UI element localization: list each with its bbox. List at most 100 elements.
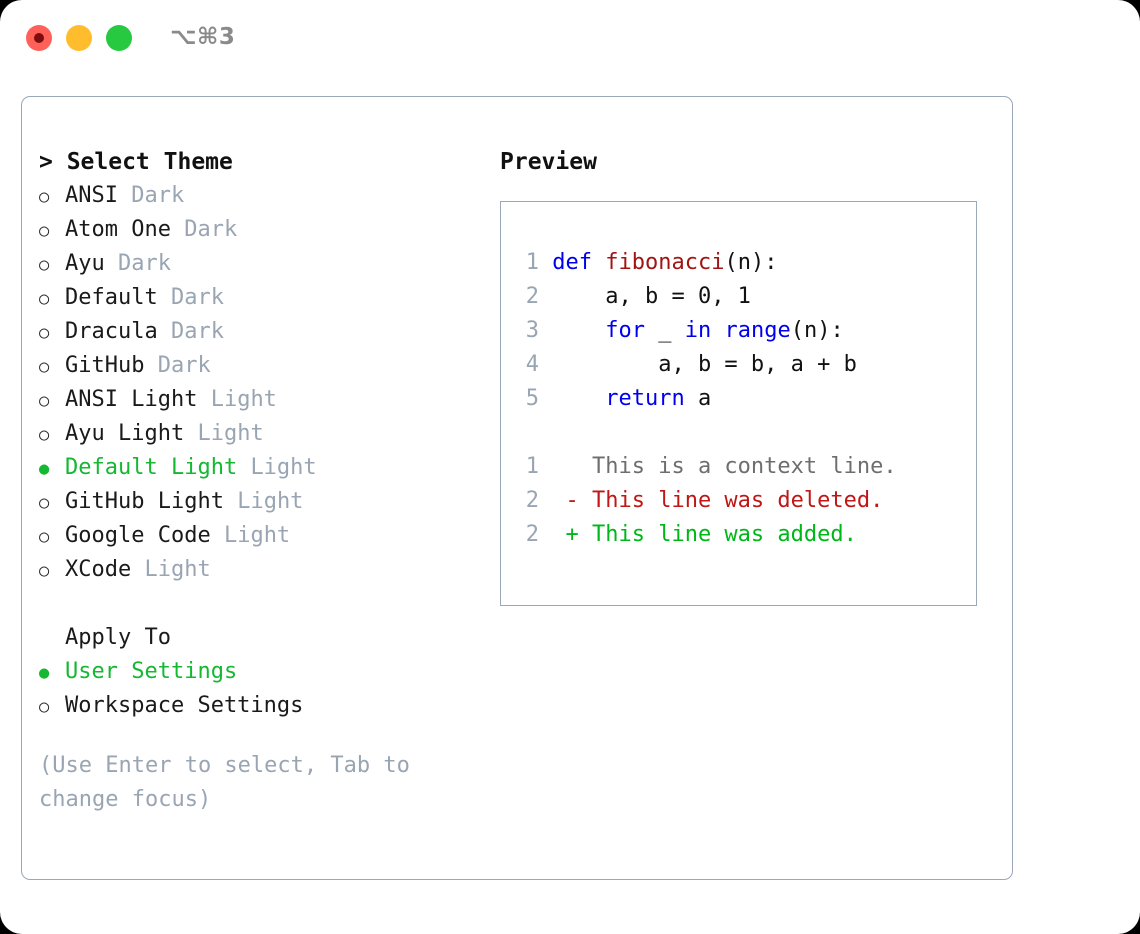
radio-selected-icon — [39, 655, 65, 690]
theme-option-variant: Light — [223, 523, 291, 548]
line-number: 5 — [525, 386, 539, 411]
theme-option-variant: Dark — [170, 319, 224, 344]
diff-line-text: + This line was added. — [539, 522, 857, 547]
theme-option-variant: Light — [197, 421, 264, 446]
line-number: 2 — [525, 522, 539, 547]
code-token-kw: for — [605, 318, 645, 343]
theme-option-xcode[interactable]: XCode Light — [39, 553, 479, 587]
radio-unselected-icon — [39, 485, 65, 520]
theme-option-label: GitHub Light — [65, 489, 224, 514]
theme-option-ayu-light[interactable]: Ayu Light Light — [39, 417, 479, 451]
code-token-pl — [711, 318, 724, 343]
theme-list: ANSI DarkAtom One DarkAyu DarkDefault Da… — [39, 179, 479, 587]
code-token-pl: a, b = 0, 1 — [552, 284, 751, 309]
diff-line-text: - This line was deleted. — [539, 488, 884, 513]
theme-option-atom-one[interactable]: Atom One Dark — [39, 213, 479, 247]
theme-option-ansi[interactable]: ANSI Dark — [39, 179, 479, 213]
code-line: 4 a, b = b, a + b — [513, 348, 857, 382]
radio-unselected-icon — [39, 519, 65, 554]
theme-option-label: Default — [65, 285, 158, 310]
code-token-pl: a — [684, 386, 712, 411]
code-token-kw: in — [684, 318, 712, 343]
diff-line: 2 - This line was deleted. — [513, 484, 897, 518]
theme-option-variant: Dark — [118, 251, 171, 276]
line-number: 4 — [525, 352, 539, 377]
radio-unselected-icon — [39, 281, 65, 316]
radio-unselected-icon — [39, 553, 65, 588]
apply-to-list: User SettingsWorkspace Settings — [39, 655, 479, 723]
theme-option-variant: Light — [250, 455, 317, 480]
theme-option-dracula[interactable]: Dracula Dark — [39, 315, 479, 349]
theme-option-label: Ayu Light — [65, 421, 185, 446]
radio-unselected-icon — [39, 689, 65, 724]
diff-line: 1 This is a context line. — [513, 450, 897, 484]
apply-to-option-workspace-settings[interactable]: Workspace Settings — [39, 689, 479, 723]
theme-option-variant: Light — [144, 557, 211, 582]
theme-option-variant: Dark — [157, 353, 211, 378]
theme-option-label: Dracula — [65, 319, 158, 344]
title-bar: ⌥⌘3 — [0, 0, 1140, 78]
code-line: 5 return a — [513, 382, 857, 416]
line-number: 1 — [525, 250, 539, 275]
radio-selected-icon — [39, 451, 65, 486]
code-line: 2 a, b = 0, 1 — [513, 280, 857, 314]
line-number: 2 — [525, 284, 539, 309]
code-token-pl: a, b = b, a + b — [552, 352, 857, 377]
preview-title: Preview — [500, 149, 597, 175]
diff-line-text: This is a context line. — [539, 454, 897, 479]
code-token-pl — [552, 386, 605, 411]
apply-to-option-label: Workspace Settings — [65, 693, 304, 718]
code-token-pl — [552, 318, 605, 343]
minimize-window-button[interactable] — [66, 25, 92, 51]
diff-line: 2 + This line was added. — [513, 518, 897, 552]
theme-option-default-light[interactable]: Default Light Light — [39, 451, 479, 485]
theme-option-label: Ayu — [65, 251, 105, 276]
preview-column: Preview 1 def fibonacci(n):2 a, b = 0, 1… — [500, 145, 1000, 606]
theme-option-label: Atom One — [65, 217, 171, 242]
theme-picker-column: > Select Theme ANSI DarkAtom One DarkAyu… — [39, 145, 479, 817]
code-token-pl: _ — [644, 318, 685, 343]
theme-option-label: ANSI — [65, 183, 118, 208]
main-panel: > Select Theme ANSI DarkAtom One DarkAyu… — [21, 96, 1013, 880]
code-token-kw: return — [605, 386, 685, 411]
theme-option-label: XCode — [65, 557, 132, 582]
line-number: 3 — [525, 318, 539, 343]
apply-to-title: Apply To — [65, 625, 171, 650]
diff-sample: 1 This is a context line.2 - This line w… — [513, 450, 897, 552]
code-token-fn: fibonacci — [605, 250, 725, 275]
code-token-pl: (n): — [724, 250, 778, 275]
radio-unselected-icon — [39, 315, 65, 350]
theme-option-ayu[interactable]: Ayu Dark — [39, 247, 479, 281]
theme-option-variant: Dark — [170, 285, 224, 310]
theme-option-variant: Dark — [184, 217, 238, 242]
apply-to-option-user-settings[interactable]: User Settings — [39, 655, 479, 689]
radio-unselected-icon — [39, 349, 65, 384]
apply-to-option-label: User Settings — [65, 659, 238, 684]
code-token-pl: (n): — [790, 318, 844, 343]
radio-unselected-icon — [39, 213, 65, 248]
code-token-kw: range — [724, 318, 791, 343]
theme-option-github-light[interactable]: GitHub Light Light — [39, 485, 479, 519]
theme-option-google-code[interactable]: Google Code Light — [39, 519, 479, 553]
maximize-window-button[interactable] — [106, 25, 132, 51]
line-number: 1 — [525, 454, 539, 479]
theme-option-github[interactable]: GitHub Dark — [39, 349, 479, 383]
theme-option-label: ANSI Light — [65, 387, 198, 412]
theme-option-label: Default Light — [65, 455, 238, 480]
close-icon — [34, 33, 44, 43]
code-line: 1 def fibonacci(n): — [513, 246, 857, 280]
theme-option-ansi-light[interactable]: ANSI Light Light — [39, 383, 479, 417]
theme-option-default[interactable]: Default Dark — [39, 281, 479, 315]
code-line: 3 for _ in range(n): — [513, 314, 857, 348]
theme-picker-header: > Select Theme — [39, 149, 233, 175]
theme-option-variant: Dark — [131, 183, 185, 208]
keyboard-shortcut-label: ⌥⌘3 — [170, 24, 236, 50]
theme-option-variant: Light — [237, 489, 304, 514]
theme-option-label: Google Code — [65, 523, 211, 548]
list-spacer — [39, 587, 479, 621]
theme-option-variant: Light — [210, 387, 277, 412]
radio-unselected-icon — [39, 247, 65, 282]
